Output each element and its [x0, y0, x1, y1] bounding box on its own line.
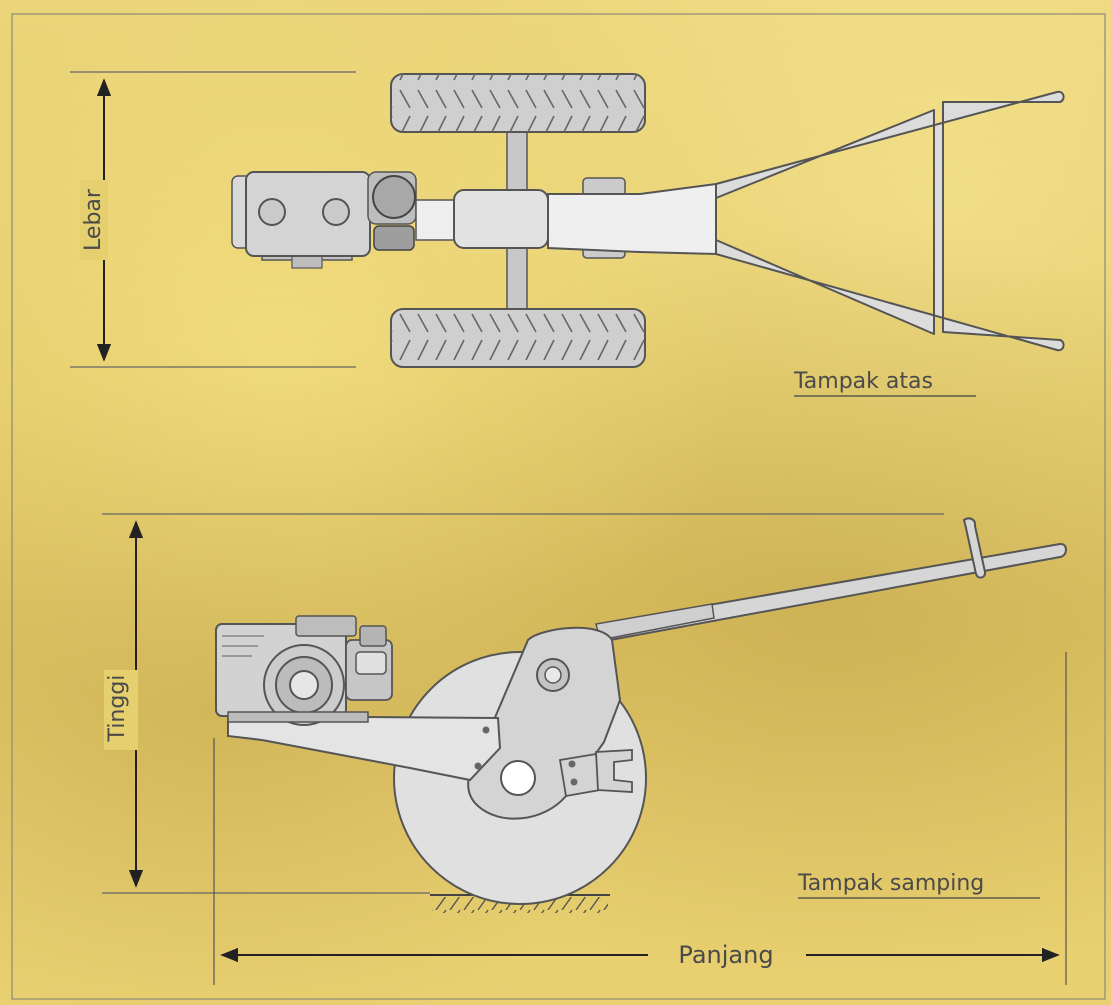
- handlebar-side: [598, 543, 1067, 642]
- air-filter-top: [373, 225, 415, 251]
- lebar-label-bg: [80, 180, 108, 260]
- main-beam-top: [547, 182, 717, 256]
- upper-pulley-hub: [544, 666, 562, 684]
- handlebar-clamp: [595, 603, 715, 641]
- tinggi-label-bg: [104, 670, 138, 750]
- fuel-cap-top: [372, 175, 416, 219]
- fuel-tank-side: [359, 625, 387, 647]
- lebar-label: Lebar: [81, 188, 106, 251]
- frame-bolt-2: [474, 762, 482, 770]
- tampak-samping-caption: Tampak samping: [797, 871, 984, 896]
- top-view: Lebar Tampak atas: [70, 71, 1065, 397]
- air-filter-side: [355, 651, 387, 675]
- transmission-top: [453, 189, 549, 249]
- side-view: Tinggi: [102, 513, 1067, 913]
- handlebar-top: [715, 90, 1065, 352]
- handlebar-lever: [962, 517, 987, 579]
- hitch-bolt-2: [570, 778, 578, 786]
- hitch-clevis: [595, 749, 633, 793]
- engine-bolt-left: [258, 198, 286, 226]
- engine-top-cover: [295, 615, 357, 637]
- tampak-atas-caption: Tampak atas: [793, 369, 933, 394]
- right-wheel-tread: [391, 309, 645, 367]
- frame-border: [11, 13, 1106, 1000]
- left-wheel-tread: [391, 74, 645, 132]
- hitch-plate: [558, 752, 601, 798]
- engine-mount: [227, 711, 369, 723]
- tinggi-label: Tinggi: [105, 675, 130, 743]
- panjang-label: Panjang: [678, 941, 773, 969]
- panjang-dimension: Panjang: [213, 652, 1067, 985]
- hitch-bolt-1: [568, 760, 576, 768]
- engine-bolt-right: [322, 198, 350, 226]
- engine-shaft: [289, 670, 319, 700]
- frame-bolt-1: [482, 726, 490, 734]
- engine-frame-side: [227, 714, 502, 782]
- engine-foot-top: [291, 255, 323, 269]
- wheel-hub-side: [500, 760, 536, 796]
